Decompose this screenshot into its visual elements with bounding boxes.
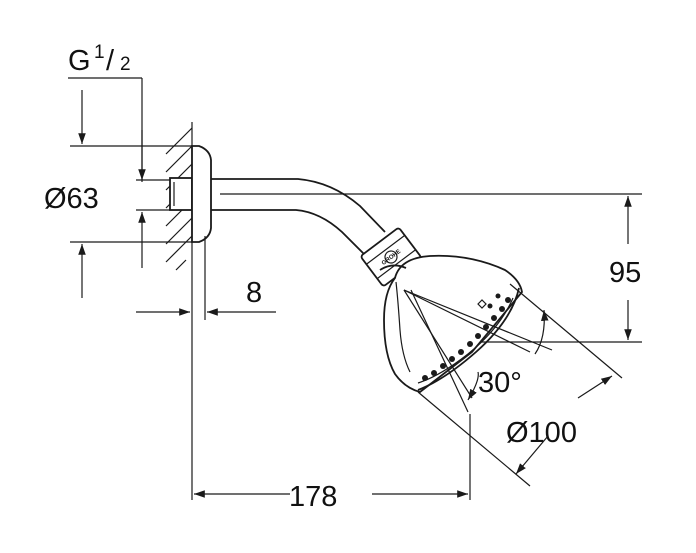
spray-angle-label: 30°	[478, 367, 522, 399]
wall-offset-dimension	[136, 236, 276, 320]
projection-dimension	[194, 414, 471, 500]
spray-nozzles	[422, 293, 511, 381]
projection-label: 178	[289, 481, 337, 513]
head-diameter-label: Ø100	[506, 417, 577, 449]
spray-angle-lines	[403, 289, 553, 413]
head-diameter-dimension	[417, 283, 623, 487]
head-mark	[477, 299, 487, 309]
shower-head	[379, 254, 523, 393]
wall-flange	[191, 145, 212, 243]
svg-text:1: 1	[94, 42, 105, 63]
shower-arm	[211, 178, 386, 256]
flange-diameter-dimension	[70, 90, 192, 298]
thread-connector	[169, 177, 193, 211]
svg-text:2: 2	[120, 54, 131, 75]
svg-text:G: G	[68, 45, 91, 77]
drop-height-label: 95	[609, 257, 641, 289]
svg-text:/: /	[106, 45, 115, 77]
flange-diameter-label: Ø63	[44, 183, 99, 215]
wall-offset-label: 8	[246, 277, 262, 309]
thread-callout	[68, 77, 170, 268]
drop-height-dimension	[220, 193, 642, 343]
thread-label: G 1 / 2	[68, 42, 131, 77]
